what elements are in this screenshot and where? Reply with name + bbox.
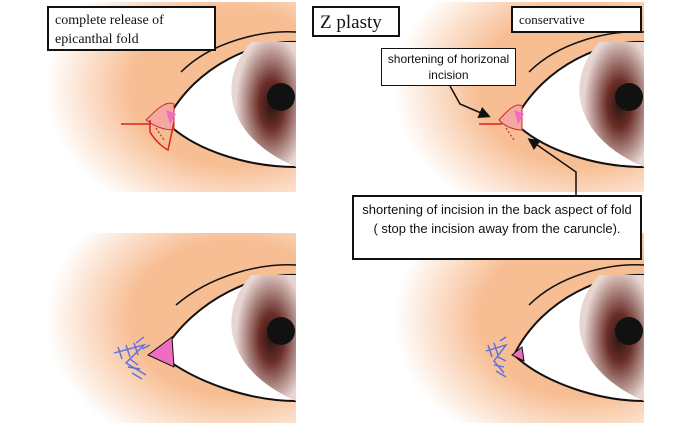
dotted-incision — [155, 127, 165, 141]
iris — [231, 42, 296, 167]
iris — [579, 42, 644, 167]
panel-complete-release-postop — [46, 233, 296, 423]
panel-conservative-preop — [394, 2, 644, 192]
label-conservative: conservative — [511, 6, 642, 33]
eyelid-crease — [180, 31, 296, 73]
arrow-to-back-aspect — [527, 138, 577, 195]
pupil — [615, 83, 643, 111]
label-z-plasty: Z plasty — [312, 6, 400, 37]
panel-conservative-postop — [394, 233, 644, 423]
label-horizontal-incision: shortening of horizonal incision — [381, 48, 516, 86]
fold-incision — [149, 120, 175, 152]
caruncle — [514, 110, 524, 124]
caruncle — [511, 346, 525, 362]
z-plasty-sutures — [113, 336, 151, 380]
pupil — [267, 83, 295, 111]
caruncle — [147, 336, 175, 368]
dotted-incision — [505, 127, 515, 141]
pupil — [615, 317, 643, 345]
eyelid-crease — [175, 264, 296, 306]
eye-illustration — [394, 2, 644, 192]
eye-illustration — [394, 233, 644, 423]
iris — [579, 275, 644, 401]
label-complete-release: complete release of epicanthal fold — [47, 6, 216, 51]
caruncle — [166, 110, 176, 124]
iris — [231, 275, 296, 401]
eye-illustration — [46, 233, 296, 423]
z-plasty-sutures — [485, 336, 508, 378]
pupil — [267, 317, 295, 345]
label-back-aspect-incision: shortening of incision in the back aspec… — [352, 195, 642, 260]
arrow-to-horizontal-incision — [449, 85, 491, 118]
eyelid-crease — [528, 264, 644, 306]
